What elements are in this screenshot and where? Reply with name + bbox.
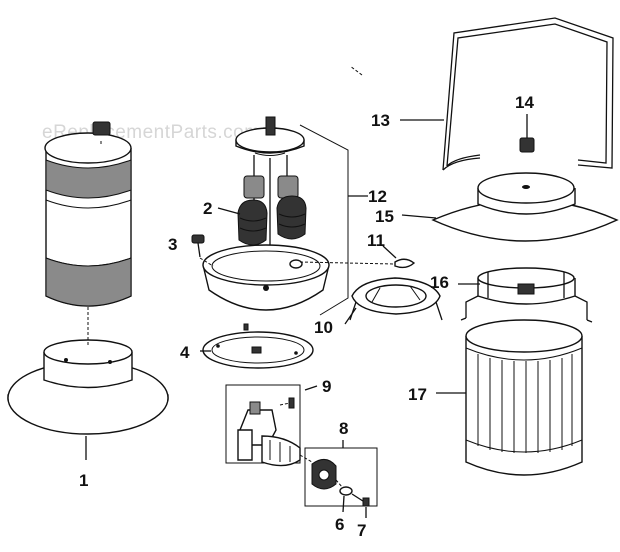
- part-9-valve-body: [225, 384, 318, 467]
- callout-12: 12: [368, 187, 387, 206]
- callout-7: 7: [357, 521, 366, 540]
- part-10-support-ring: [344, 277, 443, 325]
- part-1-fuel-tank: [7, 121, 169, 460]
- part-3-screw: [191, 234, 214, 267]
- part-12-burner-assembly: [202, 116, 368, 316]
- callout-17: 17: [408, 385, 427, 404]
- callout-8: 8: [339, 419, 348, 438]
- callout-10: 10: [314, 318, 333, 337]
- callout-14: 14: [515, 93, 534, 112]
- part-17-globe: [436, 319, 583, 476]
- part-4-gasket: [200, 323, 314, 369]
- callout-13: 13: [371, 111, 390, 130]
- part-13-bail-handle: [349, 17, 614, 171]
- part-7-screw: [351, 493, 370, 518]
- part-8-control-knob: [304, 440, 378, 507]
- callout-11: 11: [367, 231, 385, 250]
- part-6-washer: [339, 486, 353, 513]
- leader-2: [217, 207, 241, 215]
- callout-4: 4: [180, 343, 190, 362]
- callout-16: 16: [430, 273, 449, 292]
- part-14-nut: [519, 114, 535, 153]
- callout-15: 15: [375, 207, 394, 226]
- callout-9: 9: [322, 377, 331, 396]
- part-15-hood: [401, 172, 619, 242]
- part-11-clip: [299, 245, 416, 269]
- part-16-frame: [458, 267, 593, 323]
- callout-1: 1: [79, 471, 88, 490]
- callout-6: 6: [335, 515, 344, 534]
- callout-2: 2: [203, 199, 212, 218]
- callout-3: 3: [168, 235, 177, 254]
